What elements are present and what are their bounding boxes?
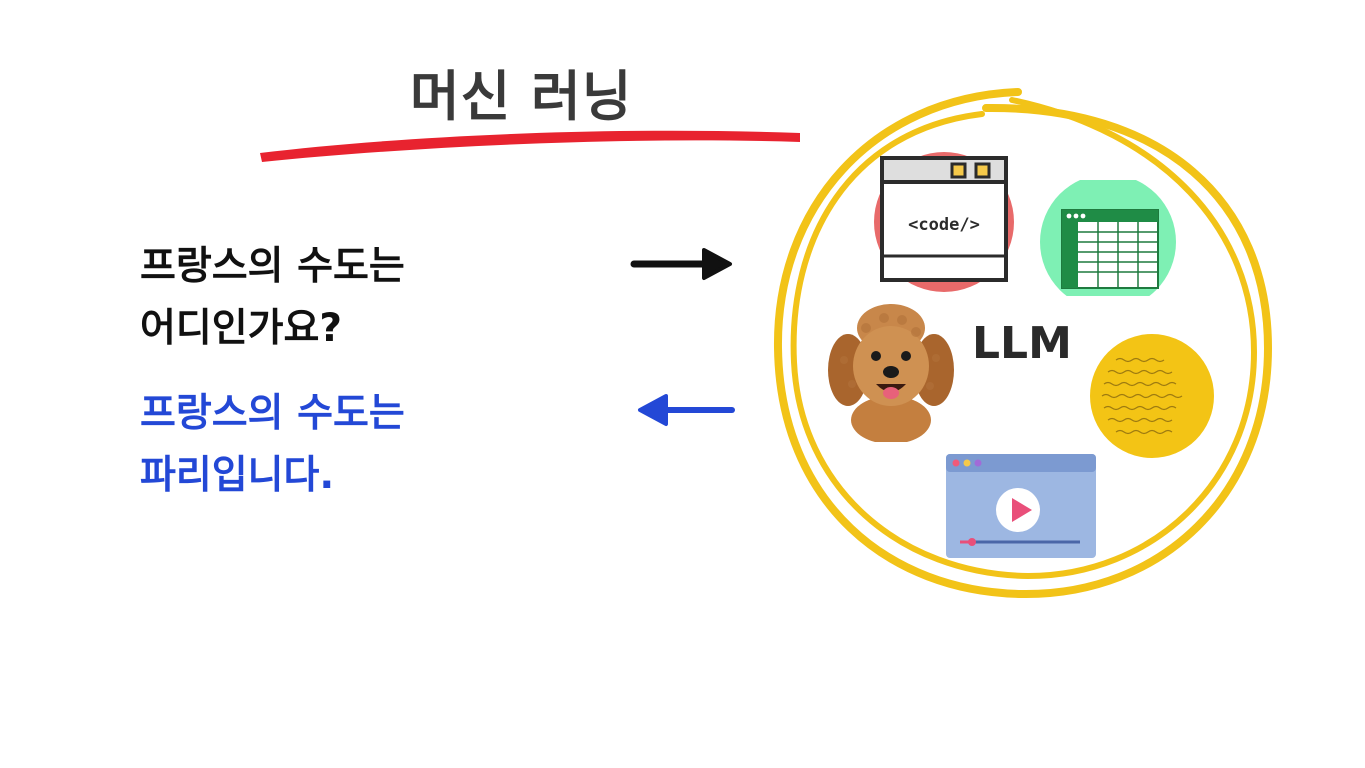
arrow-right-icon	[630, 248, 732, 280]
dog-photo	[828, 304, 954, 442]
title-underline	[260, 130, 800, 162]
code-label: <code/>	[908, 215, 980, 235]
arrow-left-icon	[638, 394, 735, 426]
question-text: 프랑스의 수도는 어디인가요?	[140, 236, 405, 360]
answer-line-1: 프랑스의 수도는	[140, 391, 405, 436]
llm-circle	[773, 88, 1273, 599]
code-window-icon: <code/>	[874, 152, 1014, 292]
spreadsheet-icon	[1040, 180, 1176, 296]
llm-label: LLM	[972, 318, 1072, 369]
question-line-1: 프랑스의 수도는	[140, 244, 405, 289]
answer-text: 프랑스의 수도는 파리입니다.	[140, 383, 405, 507]
video-player-icon	[946, 454, 1096, 558]
handwritten-document-icon	[1090, 334, 1214, 458]
play-icon	[1012, 498, 1032, 522]
question-line-2: 어디인가요?	[140, 306, 343, 351]
answer-line-2: 파리입니다.	[140, 453, 335, 498]
page-title: 머신 러닝	[410, 65, 633, 128]
